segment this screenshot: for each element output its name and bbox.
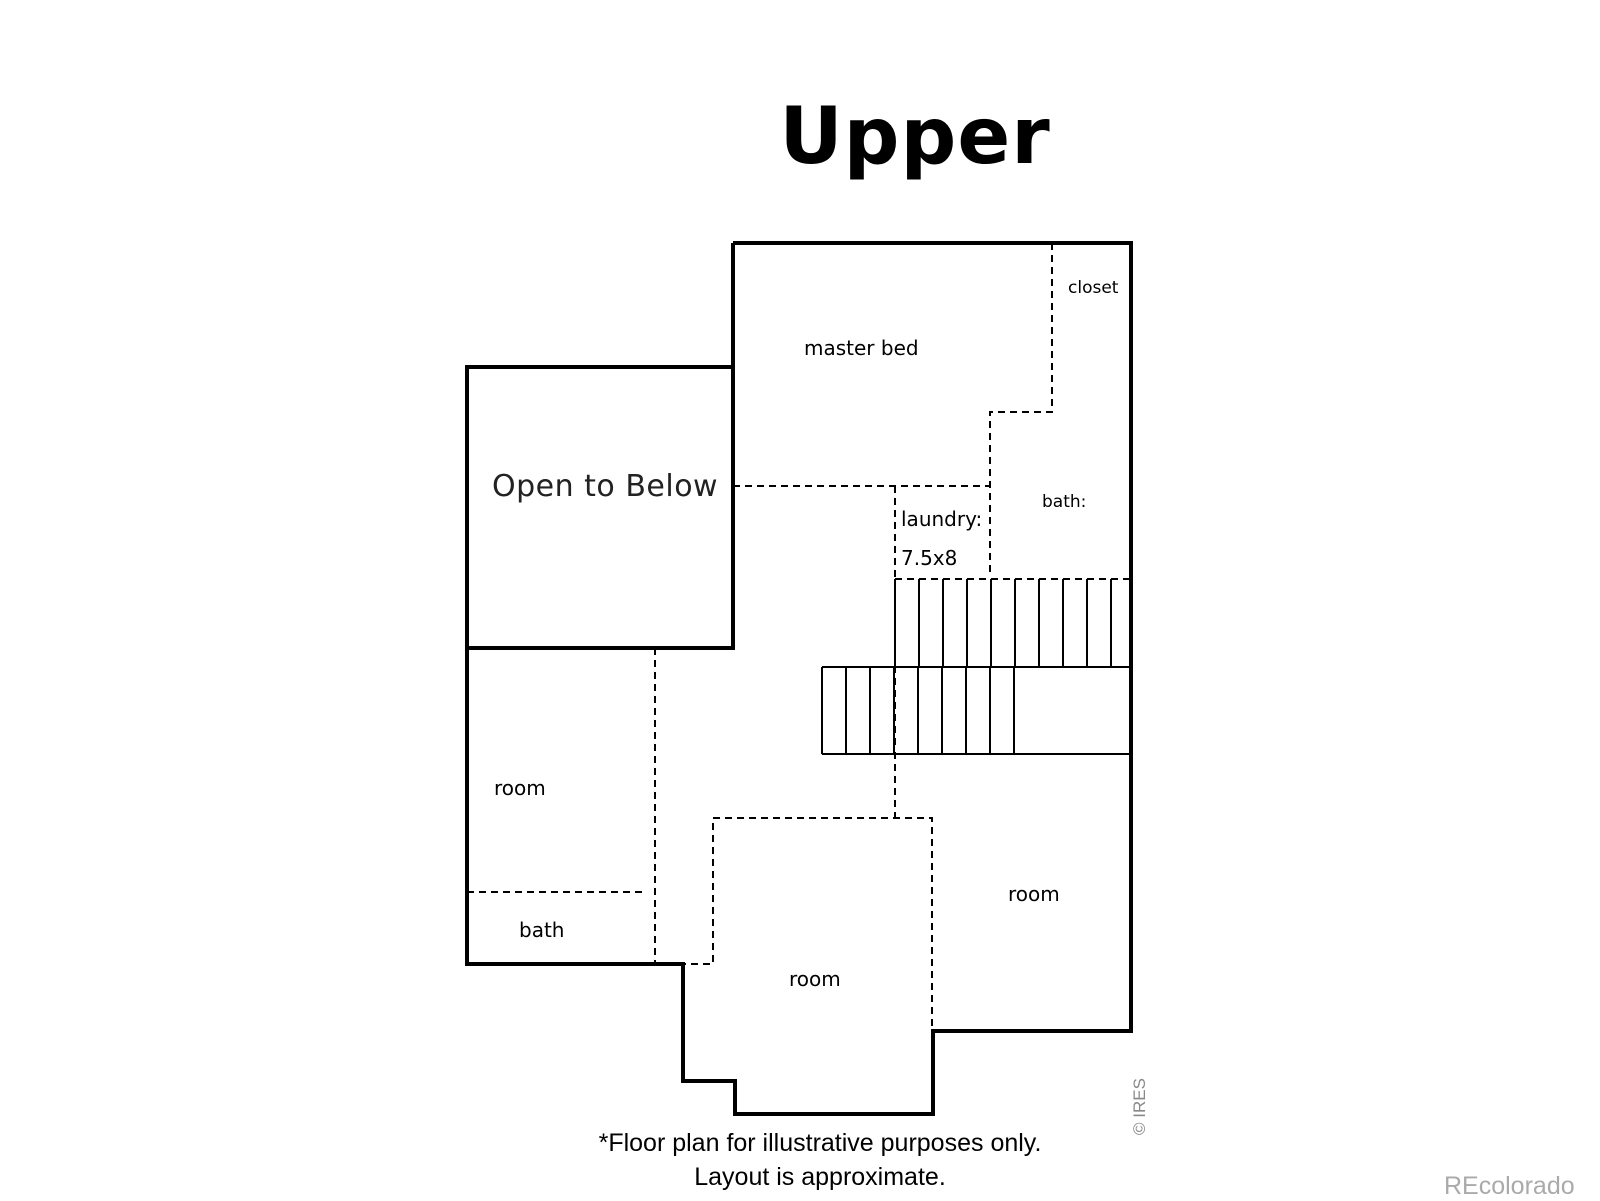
room-label-laundry: laundry: bbox=[901, 507, 983, 531]
copyright-watermark: © IRES bbox=[1130, 1078, 1149, 1135]
closet-partition bbox=[989, 243, 1053, 577]
room-label-closet: closet bbox=[1068, 278, 1119, 298]
center-room-partition bbox=[655, 817, 933, 1031]
room-label-laundry-size: 7.5x8 bbox=[901, 546, 958, 570]
brand-watermark: REcolorado bbox=[1444, 1172, 1575, 1200]
page-title: Upper bbox=[779, 92, 1051, 182]
room-label-room-center: room bbox=[789, 967, 841, 991]
room-label-bath-upper: bath: bbox=[1042, 492, 1087, 512]
staircase bbox=[821, 579, 1131, 755]
room-label-room-left: room bbox=[494, 776, 546, 800]
room-label-open-to-below: Open to Below bbox=[492, 469, 719, 504]
disclaimer-text: *Floor plan for illustrative purposes on… bbox=[520, 1126, 1120, 1194]
open-to-below-area bbox=[465, 365, 735, 650]
disclaimer-line-2: Layout is approximate. bbox=[694, 1163, 946, 1191]
room-label-room-right: room bbox=[1008, 882, 1060, 906]
disclaimer-line-1: *Floor plan for illustrative purposes on… bbox=[598, 1129, 1042, 1157]
room-label-bath-left: bath bbox=[519, 918, 565, 942]
room-label-master-bed: master bed bbox=[804, 336, 919, 360]
